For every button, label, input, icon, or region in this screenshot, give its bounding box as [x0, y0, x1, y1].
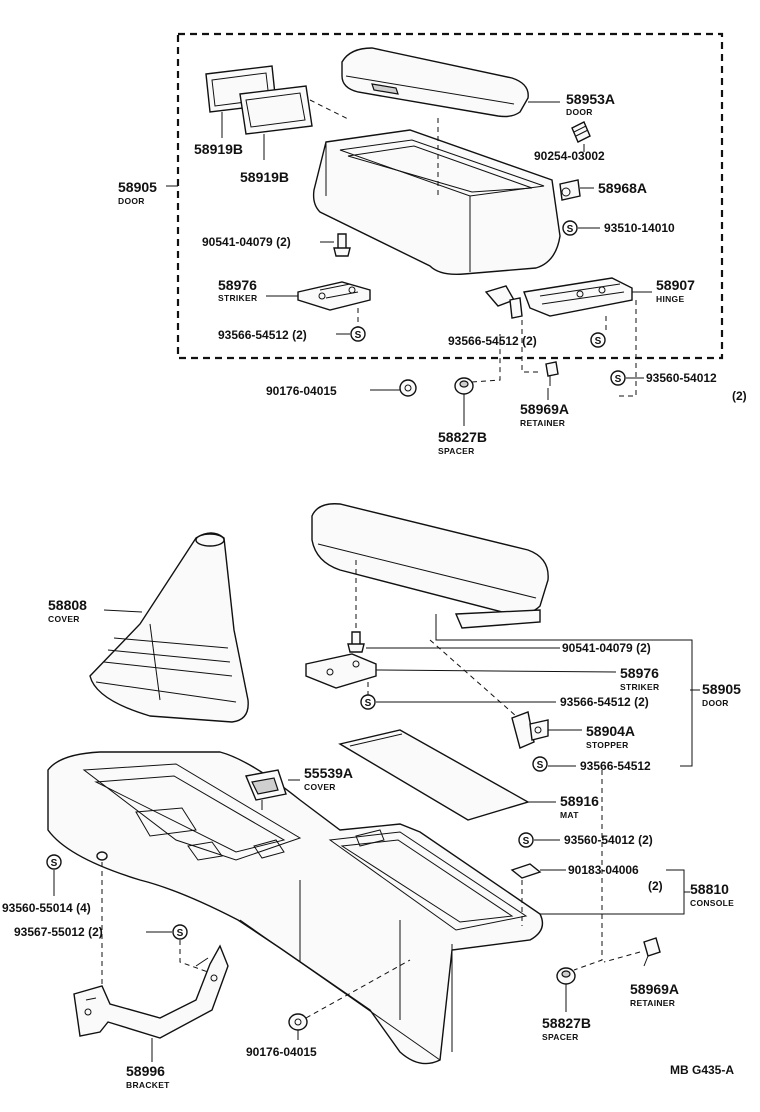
- mat-58916: [338, 729, 530, 821]
- label-93566-ba-part: 93566-54512 (2): [560, 695, 649, 709]
- label-58904a-name: STOPPER: [586, 740, 629, 750]
- bracket-58996: [73, 944, 229, 1039]
- label-58969a-part: 58969A: [520, 401, 569, 417]
- label-58808-name: COVER: [48, 614, 80, 624]
- label-58968a-part: 58968A: [598, 180, 647, 196]
- svg-text:S: S: [567, 224, 574, 235]
- clip-90183: [510, 863, 542, 879]
- s-symbol-icon: S: [610, 370, 626, 386]
- screw-90254: [571, 121, 591, 143]
- label-58969a-b-part: 58969A: [630, 981, 679, 997]
- label-90254-part: 90254-03002: [534, 149, 605, 163]
- label-58976-b-part: 58976: [620, 665, 659, 681]
- label-58996-name: BRACKET: [126, 1080, 170, 1090]
- label-93566-bb-part: 93566-54512: [580, 759, 651, 773]
- s-symbol-icon: S: [590, 332, 606, 348]
- bottom-group: S S: [2, 503, 741, 1090]
- label-93567-part: 93567-55012 (2): [14, 925, 103, 939]
- label-58827b-b-name: SPACER: [542, 1032, 579, 1042]
- label-58969a-b-name: RETAINER: [630, 998, 675, 1008]
- label-58907-part: 58907: [656, 277, 695, 293]
- label-93566-a-part: 93566-54512 (2): [218, 328, 307, 342]
- label-58919b-2-part: 58919B: [240, 169, 289, 185]
- retainer-58969a-bottom: [643, 937, 661, 967]
- s-symbol-icon: S: [46, 854, 62, 870]
- label-93560-54012-b-part: 93560-54012 (2): [564, 833, 653, 847]
- svg-text:S: S: [615, 374, 622, 385]
- spacer-58827b-bottom: [556, 967, 576, 985]
- s-symbol-icon: S: [350, 326, 366, 342]
- console-58810: [47, 751, 544, 1065]
- svg-text:S: S: [537, 760, 544, 771]
- label-58916-name: MAT: [560, 810, 579, 820]
- label-90176-b-part: 90176-04015: [246, 1045, 317, 1059]
- svg-text:S: S: [365, 698, 372, 709]
- s-symbol-icon: S: [172, 924, 188, 940]
- label-55539a-part: 55539A: [304, 765, 353, 781]
- label-58810-name: CONSOLE: [690, 898, 734, 908]
- label-93560-part: 93560-54012: [646, 371, 717, 385]
- svg-text:S: S: [177, 928, 184, 939]
- spacer-58827b: [454, 377, 474, 395]
- pin-90541-bottom: [347, 631, 365, 653]
- label-58827b-name: SPACER: [438, 446, 475, 456]
- s-symbol-icon: S: [360, 694, 376, 710]
- clip-90176: [399, 379, 417, 397]
- part-58968a: [559, 179, 581, 201]
- shift-boot-cover-58808: [89, 532, 249, 723]
- hinge-58907: [484, 277, 633, 319]
- label-90183-part: 90183-04006: [568, 863, 639, 877]
- s-symbol-icon: S: [532, 756, 548, 772]
- striker-58976: [297, 281, 371, 311]
- label-58976-b-name: STRIKER: [620, 682, 659, 692]
- label-58916-part: 58916: [560, 793, 599, 809]
- clip-90176-bottom: [288, 1013, 308, 1031]
- label-58808-part: 58808: [48, 597, 87, 613]
- label-58827b-part: 58827B: [438, 429, 487, 445]
- door-box: [312, 129, 561, 276]
- mat-58919b-lower: [239, 85, 313, 135]
- svg-text:S: S: [51, 858, 58, 869]
- label-58976-name: STRIKER: [218, 293, 257, 303]
- door-lid-58953a: [341, 47, 529, 118]
- label-93510-part: 93510-14010: [604, 221, 675, 235]
- svg-text:S: S: [595, 336, 602, 347]
- s-symbol-icon: S: [562, 220, 578, 236]
- label-58905-part: 58905: [118, 179, 157, 195]
- label-58976-part: 58976: [218, 277, 257, 293]
- label-93560-55014-part: 93560-55014 (4): [2, 901, 91, 915]
- label-58905-name: DOOR: [118, 196, 145, 206]
- striker-58976-bottom: [305, 653, 377, 689]
- label-58953a-name: DOOR: [566, 107, 593, 117]
- stopper-58904a: [511, 711, 549, 749]
- label-90541-part: 90541-04079 (2): [202, 235, 291, 249]
- retainer-58969a: [545, 361, 559, 386]
- top-group: S S: [118, 32, 747, 456]
- door-assembly-frame: [176, 32, 724, 360]
- label-58905-b-part: 58905: [702, 681, 741, 697]
- label-58996-part: 58996: [126, 1063, 165, 1079]
- svg-text:S: S: [355, 330, 362, 341]
- armrest-lid: [311, 503, 549, 629]
- label-58907-name: HINGE: [656, 294, 684, 304]
- label-93560-qty: (2): [732, 389, 747, 403]
- drawing-code: MB G435-A: [670, 1063, 734, 1077]
- label-58905-b-name: DOOR: [702, 698, 729, 708]
- label-58810-part: 58810: [690, 881, 729, 897]
- label-55539a-name: COVER: [304, 782, 336, 792]
- label-58953a-part: 58953A: [566, 91, 615, 107]
- label-90183-qty: (2): [648, 879, 663, 893]
- label-90541-b-part: 90541-04079 (2): [562, 641, 651, 655]
- cover-55539a: [245, 769, 287, 810]
- label-90176-part: 90176-04015: [266, 384, 337, 398]
- svg-text:S: S: [523, 836, 530, 847]
- label-58919b-1-part: 58919B: [194, 141, 243, 157]
- label-58904a-part: 58904A: [586, 723, 635, 739]
- pin-90541: [333, 233, 351, 257]
- label-58827b-b-part: 58827B: [542, 1015, 591, 1031]
- label-58969a-name: RETAINER: [520, 418, 565, 428]
- s-symbol-icon: S: [518, 832, 534, 848]
- label-93566-b-part: 93566-54512 (2): [448, 334, 537, 348]
